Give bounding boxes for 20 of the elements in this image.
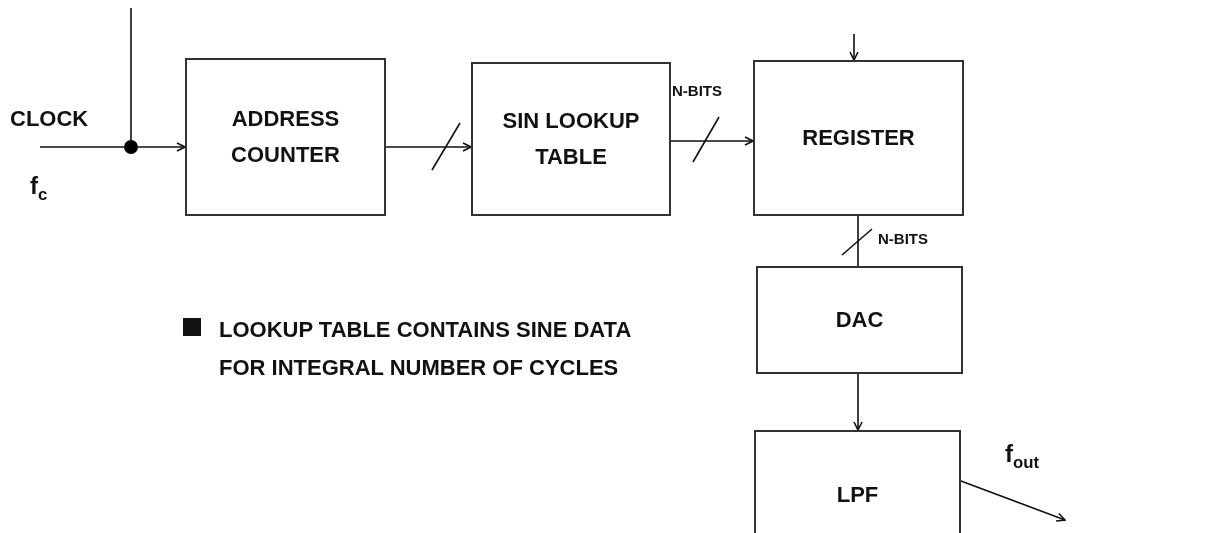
block-label: REGISTER: [802, 124, 915, 152]
connector-arrow: [849, 33, 859, 61]
connector-arrow: [137, 142, 186, 152]
block-label: SIN LOOKUP TABLE: [501, 107, 641, 171]
block-box: [753, 60, 964, 216]
block-label: DAC: [835, 306, 884, 334]
note-text: LOOKUP TABLE CONTAINS SINE DATA FOR INTEGRAL NUMBER OF CYCLES: [219, 316, 632, 382]
block-box: [471, 62, 671, 216]
block-label: LPF: [836, 481, 879, 509]
junction-dot: [124, 140, 138, 154]
signal-label: CLOCK: [10, 105, 89, 133]
signal-label: f$_{c}$: [30, 172, 48, 206]
block-label: ADDRESS COUNTER: [230, 105, 341, 169]
connector-arrow: [670, 136, 754, 146]
block-box: [185, 58, 386, 216]
block-box: [756, 266, 963, 374]
connector-arrow: [853, 373, 863, 431]
connector-arrow: [385, 142, 472, 152]
block-box: [754, 430, 961, 533]
connector-arrow: [960, 480, 1066, 522]
